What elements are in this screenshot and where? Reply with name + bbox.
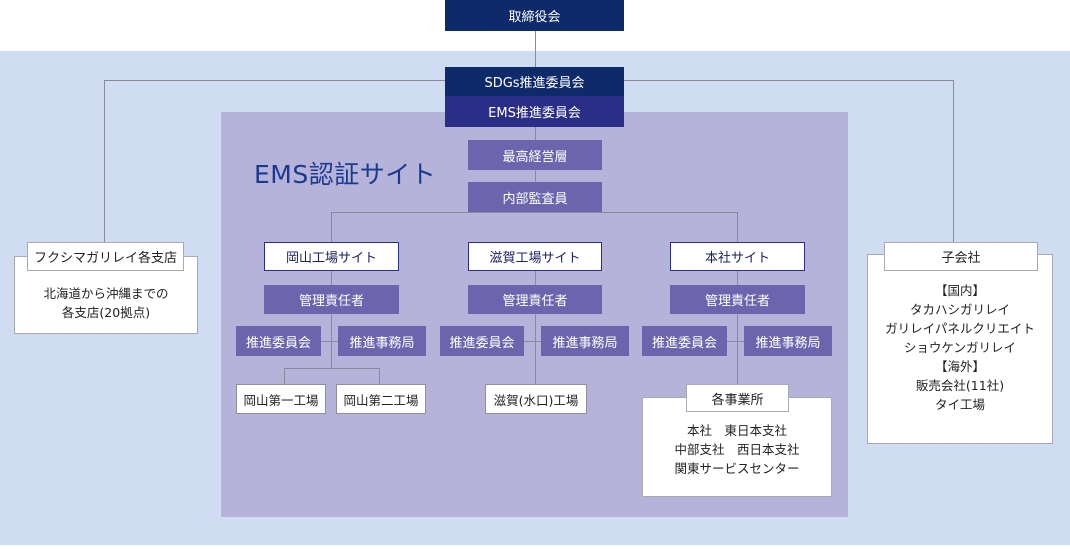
branches-line: 各支店(20拠点) bbox=[61, 305, 151, 320]
offices-label: 各事業所 bbox=[686, 384, 789, 412]
connector-line bbox=[535, 271, 536, 384]
shiga-plant-box: 滋賀(水口)工場 bbox=[485, 384, 587, 414]
connector-line bbox=[535, 31, 536, 67]
connector-line bbox=[321, 341, 338, 342]
okayama-office-box: 推進事務局 bbox=[338, 326, 426, 356]
head-office-committee-box: 推進委員会 bbox=[642, 326, 727, 356]
connector-line bbox=[284, 368, 380, 369]
okayama-manager-box: 管理責任者 bbox=[264, 285, 399, 314]
sdgs-committee-box: SDGs推進委員会 bbox=[445, 67, 624, 96]
branches-label: フクシマガリレイ各支店 bbox=[27, 242, 184, 271]
subsidiaries-line: ガリレイパネルクリエイト bbox=[885, 321, 1035, 336]
subsidiaries-line: タカハシガリレイ bbox=[909, 302, 1010, 317]
connector-line bbox=[737, 271, 738, 384]
branches-line: 北海道から沖縄までの bbox=[43, 286, 169, 301]
shiga-committee-box: 推進委員会 bbox=[440, 326, 524, 356]
connector-line bbox=[331, 212, 738, 213]
top-management-box: 最高経営層 bbox=[468, 140, 602, 170]
connector-line bbox=[104, 80, 446, 81]
okayama-site-box: 岡山工場サイト bbox=[264, 242, 399, 271]
internal-auditor-box: 内部監査員 bbox=[468, 182, 602, 212]
subsidiaries-panel: 【国内】 タカハシガリレイ ガリレイパネルクリエイト ショウケンガリレイ 【海外… bbox=[867, 254, 1053, 444]
subsidiaries-line: 販売会社(11社) bbox=[915, 378, 1005, 393]
connector-line bbox=[379, 368, 380, 384]
offices-line: 関東サービスセンター bbox=[674, 461, 800, 476]
connector-line bbox=[727, 341, 744, 342]
connector-line bbox=[284, 368, 285, 384]
subsidiaries-line: 【海外】 bbox=[934, 359, 985, 374]
ems-site-title: EMS認証サイト bbox=[254, 160, 437, 189]
connector-line bbox=[331, 271, 332, 368]
connector-line bbox=[624, 80, 954, 81]
connector-line bbox=[524, 341, 541, 342]
head-office-manager-box: 管理責任者 bbox=[670, 285, 805, 314]
board-box: 取締役会 bbox=[445, 0, 624, 31]
ems-committee-box: EMS推進委員会 bbox=[445, 96, 624, 127]
shiga-office-box: 推進事務局 bbox=[541, 326, 629, 356]
offices-line: 中部支社 西日本支社 bbox=[674, 442, 800, 457]
subsidiaries-line: ショウケンガリレイ bbox=[903, 340, 1017, 355]
subsidiaries-line: タイ工場 bbox=[934, 397, 985, 412]
connector-line bbox=[331, 212, 332, 242]
okayama-plant-1-box: 岡山第一工場 bbox=[236, 384, 326, 414]
connector-line bbox=[104, 80, 105, 256]
shiga-site-box: 滋賀工場サイト bbox=[468, 242, 602, 271]
connector-line bbox=[737, 212, 738, 242]
subsidiaries-line: 【国内】 bbox=[934, 283, 985, 298]
connector-line bbox=[953, 80, 954, 256]
okayama-plant-2-box: 岡山第二工場 bbox=[336, 384, 426, 414]
shiga-manager-box: 管理責任者 bbox=[468, 285, 602, 314]
subsidiaries-label: 子会社 bbox=[884, 242, 1038, 271]
okayama-committee-box: 推進委員会 bbox=[236, 326, 321, 356]
offices-panel: 本社 東日本支社 中部支社 西日本支社 関東サービスセンター bbox=[642, 397, 832, 497]
head-office-office-box: 推進事務局 bbox=[744, 326, 832, 356]
head-office-site-box: 本社サイト bbox=[670, 242, 805, 271]
offices-line: 本社 東日本支社 bbox=[686, 423, 787, 438]
